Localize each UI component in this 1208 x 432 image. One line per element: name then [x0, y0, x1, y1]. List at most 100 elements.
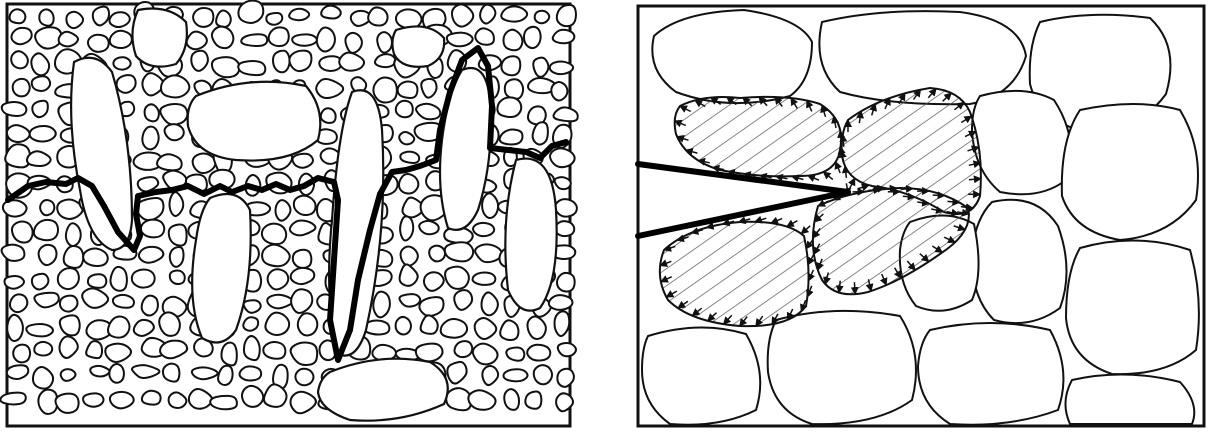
- grain: [533, 122, 548, 144]
- grain: [293, 250, 312, 268]
- grain: [218, 366, 233, 385]
- grain: [169, 192, 183, 216]
- grain: [159, 312, 180, 335]
- grain: [108, 317, 130, 338]
- grain: [468, 390, 495, 410]
- grain: [191, 51, 208, 71]
- grain: [475, 244, 502, 262]
- grain: [268, 269, 289, 289]
- grain: [32, 76, 50, 91]
- grain: [550, 148, 575, 167]
- grain: [424, 272, 444, 291]
- grain: [473, 344, 498, 365]
- grain: [557, 369, 574, 387]
- grain: [192, 367, 218, 379]
- grain: [524, 27, 541, 48]
- grain: [59, 336, 77, 358]
- grain: [290, 392, 315, 413]
- grain: [480, 5, 495, 24]
- grain: [40, 200, 54, 215]
- elongated-grain: [192, 194, 251, 343]
- stress-arrow: [809, 176, 819, 180]
- grain: [373, 292, 390, 318]
- grain: [399, 174, 418, 194]
- grain: [291, 268, 315, 284]
- grain: [500, 130, 523, 145]
- grain: [11, 51, 28, 68]
- grain: [533, 58, 548, 77]
- grain: [503, 30, 522, 51]
- grain: [169, 224, 187, 245]
- grain: [193, 8, 213, 27]
- grain: [240, 366, 262, 380]
- grain: [429, 246, 445, 262]
- grain: [161, 75, 189, 97]
- grain: [421, 315, 438, 334]
- grain: [64, 246, 84, 268]
- grain: [419, 297, 443, 316]
- grain: [446, 388, 471, 410]
- grain: [137, 198, 163, 220]
- grain: [12, 221, 33, 242]
- grain: [27, 151, 51, 166]
- grain: [535, 11, 550, 24]
- grain: [345, 33, 362, 53]
- grain: [321, 6, 341, 19]
- grain: [26, 324, 53, 336]
- grain: [66, 12, 83, 28]
- grain: [558, 343, 576, 356]
- grain: [504, 389, 519, 410]
- grain: [497, 97, 521, 117]
- grain: [505, 79, 523, 99]
- grain: [527, 345, 550, 361]
- hatched-zone-upper-left: [675, 97, 841, 177]
- grain: [400, 216, 413, 240]
- grain: [238, 1, 263, 23]
- grain: [189, 389, 212, 409]
- stress-arrow: [948, 201, 959, 202]
- grain: [142, 391, 161, 405]
- grain: [110, 267, 126, 291]
- grain: [454, 290, 472, 310]
- stress-arrow: [809, 270, 814, 280]
- grain: [2, 245, 25, 261]
- grain: [473, 272, 496, 284]
- grain: [39, 9, 53, 25]
- grain: [652, 10, 812, 103]
- stress-arrow: [901, 189, 912, 190]
- grain: [13, 79, 30, 97]
- grain: [557, 273, 575, 292]
- grain: [34, 342, 52, 356]
- grain: [416, 344, 443, 362]
- grain: [0, 393, 25, 405]
- grain: [554, 311, 569, 336]
- grain: [399, 132, 414, 144]
- grain: [265, 313, 289, 335]
- grain: [243, 317, 258, 330]
- stress-arrow: [809, 254, 814, 264]
- grain: [170, 247, 184, 267]
- grain: [445, 267, 469, 289]
- right-panel: [638, 6, 1204, 426]
- grain: [553, 107, 577, 121]
- grain: [549, 295, 573, 310]
- grain: [292, 34, 317, 45]
- grain: [142, 296, 158, 316]
- grain: [39, 245, 57, 265]
- grain: [242, 386, 263, 407]
- grain: [267, 295, 293, 309]
- grain: [212, 27, 234, 49]
- grain: [264, 384, 287, 407]
- grain: [66, 223, 81, 246]
- grain: [34, 220, 58, 240]
- grain: [445, 242, 473, 261]
- grain: [396, 101, 413, 118]
- left-panel: [0, 1, 577, 426]
- grain: [262, 224, 286, 244]
- grain: [10, 294, 27, 312]
- grain: [170, 270, 185, 284]
- grain: [169, 392, 187, 408]
- grain: [475, 28, 494, 44]
- grain: [291, 343, 318, 366]
- grain: [34, 293, 59, 308]
